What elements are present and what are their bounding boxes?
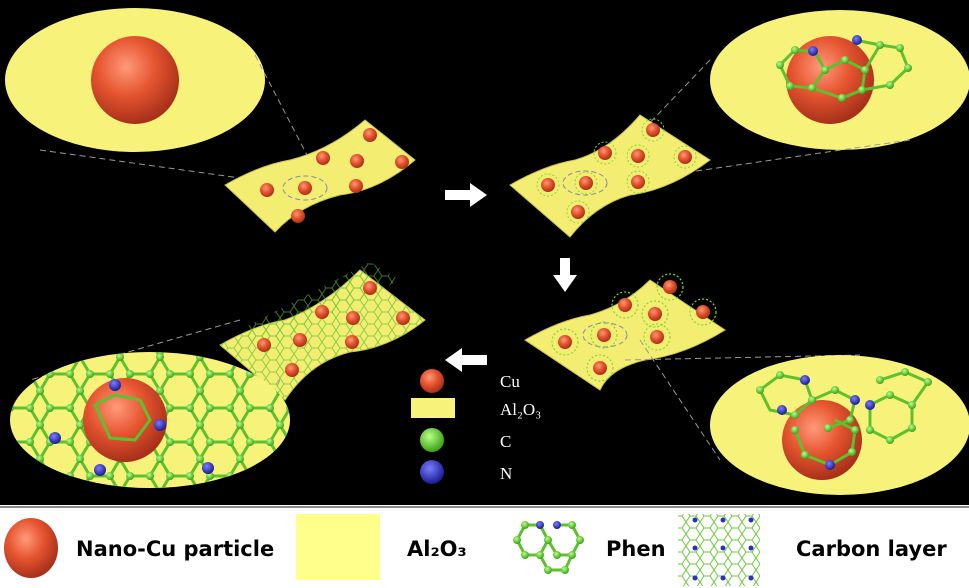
legend-n-label: N	[500, 464, 512, 483]
atom-legend: Cu Al₂O₃ C N	[411, 369, 541, 484]
alumina-sheet-phen-dense	[524, 273, 861, 461]
legend-phen-label: Phen	[606, 537, 666, 561]
cu-atom-icon	[420, 369, 444, 393]
arrow-right-icon	[445, 183, 487, 207]
arrow-left-icon	[445, 348, 487, 372]
nitrogen-atom-icon	[420, 460, 444, 484]
legend-al2o3-label: Al₂O₃	[500, 400, 541, 419]
legend-al2o3-label: Al₂O₃	[407, 537, 467, 561]
alumina-sheet-carbon-layer	[29, 262, 426, 441]
alumina-sheet-phen	[509, 114, 711, 238]
nano-cu-particle-icon	[4, 518, 58, 578]
al2o3-swatch-icon	[411, 398, 455, 418]
legend-nano-cu-label: Nano-Cu particle	[76, 537, 274, 561]
arrow-down-icon	[553, 258, 577, 292]
zoom-ellipse-phen-cu	[594, 10, 969, 186]
bottom-legend: Nano-Cu particle Al₂O₃ Phen	[0, 505, 969, 588]
legend-carbon-layer-label: Carbon layer	[796, 537, 947, 561]
alumina-sheet-bare	[224, 119, 416, 233]
carbon-layer-icon	[678, 514, 760, 586]
phen-molecule-icon	[513, 521, 584, 574]
carbon-atom-icon	[420, 428, 444, 452]
legend-cu-label: Cu	[500, 372, 520, 391]
zoom-ellipse-carbon-layer	[10, 352, 290, 488]
zoom-ellipse-phen-cu-dense	[710, 355, 969, 495]
zoom-ellipse-bare-cu	[5, 8, 321, 186]
legend-c-label: C	[500, 432, 511, 451]
al2o3-legend-swatch-icon	[296, 514, 380, 580]
